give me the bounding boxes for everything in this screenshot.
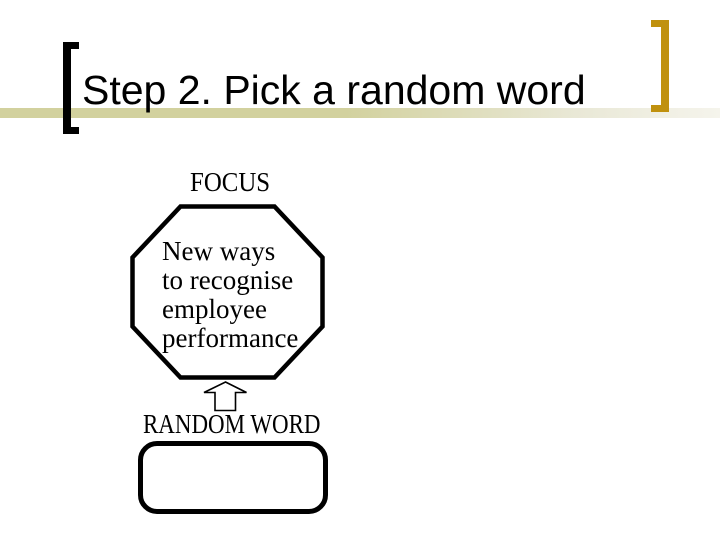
- octagon-text-line: New ways: [162, 236, 276, 266]
- octagon-text-line: employee: [162, 294, 267, 324]
- title-underline-band: [0, 108, 720, 118]
- up-arrow-outline: [203, 381, 247, 412]
- right-bracket-decoration: [651, 20, 669, 112]
- random-word-box: [138, 441, 328, 514]
- random-word-label: RANDOM WORD: [143, 409, 321, 439]
- octagon-outline: [130, 204, 325, 380]
- octagon-text-line: to recognise: [162, 265, 294, 295]
- up-arrow-icon: [203, 381, 247, 412]
- focus-label: FOCUS: [190, 167, 271, 197]
- octagon-text: New ways to recognise employee performan…: [162, 237, 298, 353]
- octagon-text-line: performance: [162, 323, 299, 353]
- slide-title: Step 2. Pick a random word: [82, 67, 586, 113]
- left-bracket-decoration: [63, 42, 79, 134]
- octagon-shape: [130, 204, 325, 380]
